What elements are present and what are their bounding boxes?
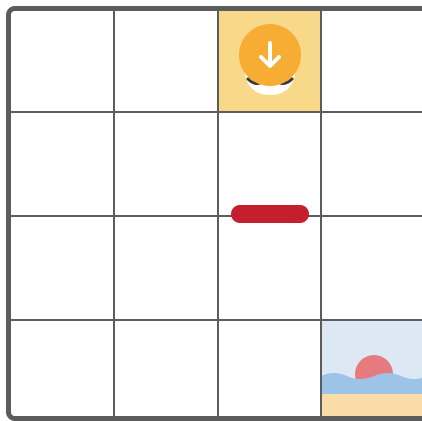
grid-line-vertical (113, 11, 115, 416)
grid-line-horizontal (11, 111, 422, 113)
grid-line-horizontal (11, 215, 422, 217)
grid-cell-2-3[interactable] (321, 216, 422, 320)
game-board (6, 6, 422, 421)
wall-barrier (231, 205, 309, 223)
grid-cell-3-2[interactable] (218, 320, 321, 421)
grid-cell-1-2[interactable] (218, 112, 321, 216)
goal-cell[interactable] (321, 320, 422, 421)
robot-arrow-down-icon (238, 23, 302, 97)
player-cell[interactable] (218, 11, 321, 112)
grid-cell-0-3[interactable] (321, 11, 422, 112)
grid-cell-1-1[interactable] (114, 112, 218, 216)
grid-cell-0-1[interactable] (114, 11, 218, 112)
grid-cell-2-0[interactable] (11, 216, 114, 320)
grid-line-vertical (320, 11, 322, 416)
grid-cell-3-1[interactable] (114, 320, 218, 421)
grid-cell-1-3[interactable] (321, 112, 422, 216)
grid-line-vertical (217, 11, 219, 416)
grid-cell-0-0[interactable] (11, 11, 114, 112)
beach-sunset-icon (321, 320, 422, 421)
grid-line-horizontal (11, 319, 422, 321)
grid-cell-2-1[interactable] (114, 216, 218, 320)
grid-cell-1-0[interactable] (11, 112, 114, 216)
grid-cell-3-0[interactable] (11, 320, 114, 421)
grid-cell-2-2[interactable] (218, 216, 321, 320)
